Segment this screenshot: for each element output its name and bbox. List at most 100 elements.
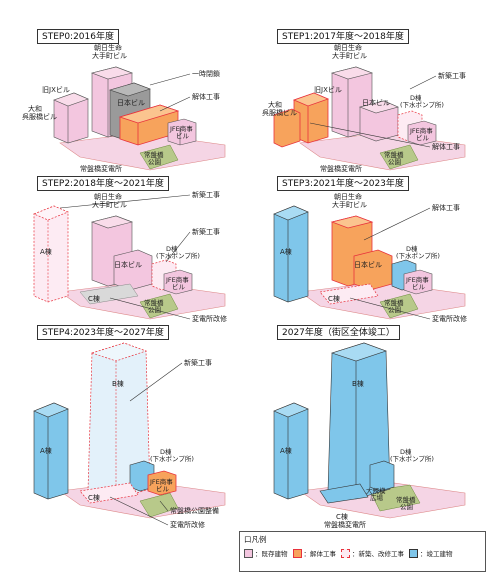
- park-area: [139, 144, 179, 170]
- swatch-demolition: [292, 548, 302, 558]
- svg-text:日本ビル: 日本ビル: [117, 98, 145, 107]
- swatch-existing: [244, 548, 253, 558]
- svg-text:大和: 大和: [28, 104, 42, 113]
- svg-text:広場: 広場: [370, 493, 384, 502]
- svg-text:C棟: C棟: [88, 294, 100, 303]
- svg-text:ビル: ビル: [416, 133, 430, 142]
- swatch-complete: [409, 548, 418, 558]
- svg-text:ビル: ビル: [156, 484, 170, 493]
- svg-text:A棟: A棟: [280, 247, 292, 256]
- svg-text:解体工事: 解体工事: [192, 92, 220, 101]
- svg-text:D棟: D棟: [410, 93, 422, 102]
- svg-text:C棟: C棟: [336, 512, 348, 521]
- svg-text:大和: 大和: [268, 100, 282, 109]
- svg-text:常盤橋変電所: 常盤橋変電所: [324, 520, 366, 529]
- legend-label: ：解体工事: [303, 550, 337, 558]
- swatch-new: [341, 548, 350, 558]
- svg-text:変電所改修: 変電所改修: [192, 314, 227, 323]
- svg-text:JFE商事: JFE商事: [165, 275, 189, 284]
- step2-title: STEP2:2018年度～2021年度: [37, 176, 169, 191]
- svg-text:常盤橋変電所: 常盤橋変電所: [320, 164, 362, 173]
- svg-text:新築工事: 新築工事: [192, 190, 220, 199]
- svg-text:JFE商事: JFE商事: [409, 126, 433, 135]
- svg-text:ビル: ビル: [172, 282, 186, 291]
- legend-label: ：竣工建物: [420, 550, 453, 558]
- svg-text:大手町ビル: 大手町ビル: [92, 200, 127, 209]
- svg-text:日本ビル: 日本ビル: [114, 260, 142, 269]
- legend-complete: ：竣工建物: [409, 548, 453, 558]
- svg-text:C棟: C棟: [88, 493, 100, 502]
- step3-title: STEP3:2021年度～2023年度: [277, 176, 409, 191]
- legend: 口凡例 ：既存建物 ：解体工事 ：新築、改修工事 ：竣工建物: [239, 531, 486, 572]
- svg-text:公園: 公園: [388, 158, 401, 166]
- svg-text:D棟: D棟: [406, 244, 418, 253]
- svg-text:(下水ポンプ所): (下水ポンプ所): [156, 251, 200, 260]
- final-title: 2027年度（街区全体竣工）: [277, 325, 400, 340]
- svg-text:旧JXビル: 旧JXビル: [42, 85, 70, 94]
- svg-text:朝日生命: 朝日生命: [334, 43, 362, 52]
- step1-title: STEP1:2017年度～2018年度: [277, 29, 409, 44]
- svg-text:ビル: ビル: [412, 282, 426, 291]
- legend-existing: ：既存建物: [244, 548, 288, 558]
- svg-text:A棟: A棟: [40, 446, 52, 455]
- svg-text:公園: 公園: [400, 503, 413, 511]
- svg-text:常盤橋変電所: 常盤橋変電所: [80, 164, 122, 173]
- legend-new: ：新築、改修工事: [341, 548, 404, 558]
- svg-text:朝日生命: 朝日生命: [334, 192, 362, 201]
- svg-text:ビル: ビル: [176, 131, 190, 140]
- svg-text:D棟: D棟: [166, 244, 178, 253]
- svg-text:新築工事: 新築工事: [192, 227, 220, 236]
- svg-text:大規模: 大規模: [366, 486, 386, 495]
- svg-text:JFE商事: JFE商事: [169, 124, 193, 133]
- svg-text:(下水ポンプ所): (下水ポンプ所): [396, 251, 440, 260]
- legend-title: 口凡例: [244, 535, 267, 544]
- svg-text:常盤橋: 常盤橋: [384, 298, 404, 307]
- svg-text:日本ビル: 日本ビル: [354, 260, 382, 269]
- svg-text:呉服橋ビル: 呉服橋ビル: [262, 108, 297, 117]
- svg-text:(下水ポンプ所): (下水ポンプ所): [150, 454, 194, 463]
- svg-text:(下水ポンプ所): (下水ポンプ所): [390, 454, 434, 463]
- svg-text:新築工事: 新築工事: [184, 358, 212, 367]
- svg-text:朝日生命: 朝日生命: [94, 43, 122, 52]
- svg-text:A棟: A棟: [40, 247, 52, 256]
- legend-demolition: ：解体工事: [292, 548, 337, 558]
- svg-text:大手町ビル: 大手町ビル: [332, 200, 367, 209]
- legend-label: ：既存建物: [255, 550, 288, 558]
- svg-text:常盤橋: 常盤橋: [144, 150, 164, 159]
- svg-text:公園: 公園: [148, 158, 161, 166]
- svg-text:B棟: B棟: [112, 379, 124, 388]
- svg-text:変電所改修: 変電所改修: [432, 314, 467, 323]
- svg-text:公園: 公園: [148, 306, 161, 314]
- step4-title: STEP4:2023年度～2027年度: [37, 325, 169, 340]
- svg-text:常盤橋: 常盤橋: [396, 495, 416, 504]
- svg-text:A棟: A棟: [280, 446, 292, 455]
- svg-text:公園: 公園: [388, 306, 401, 314]
- svg-text:常盤橋: 常盤橋: [384, 150, 404, 159]
- svg-text:新築工事: 新築工事: [438, 71, 466, 80]
- svg-text:朝日生命: 朝日生命: [94, 192, 122, 201]
- svg-text:常盤橋公園整備: 常盤橋公園整備: [170, 506, 219, 515]
- svg-text:呉服橋ビル: 呉服橋ビル: [22, 112, 57, 121]
- svg-text:D棟: D棟: [400, 447, 412, 456]
- svg-text:一時閉鎖: 一時閉鎖: [192, 69, 220, 78]
- svg-text:解体工事: 解体工事: [432, 203, 460, 212]
- svg-text:解体工事: 解体工事: [432, 142, 460, 151]
- svg-text:(下水ポンプ所): (下水ポンプ所): [400, 100, 444, 109]
- legend-items: ：既存建物 ：解体工事 ：新築、改修工事 ：竣工建物: [244, 548, 453, 558]
- svg-text:変電所改修: 変電所改修: [170, 520, 205, 529]
- svg-text:旧JXビル: 旧JXビル: [314, 85, 342, 94]
- step0-title: STEP0:2016年度: [37, 29, 119, 44]
- svg-text:大手町ビル: 大手町ビル: [332, 51, 367, 60]
- jfe-building: [167, 118, 197, 146]
- svg-text:JFE商事: JFE商事: [149, 477, 173, 486]
- svg-text:B棟: B棟: [352, 379, 364, 388]
- svg-text:JFE商事: JFE商事: [405, 275, 429, 284]
- svg-text:常盤橋: 常盤橋: [144, 298, 164, 307]
